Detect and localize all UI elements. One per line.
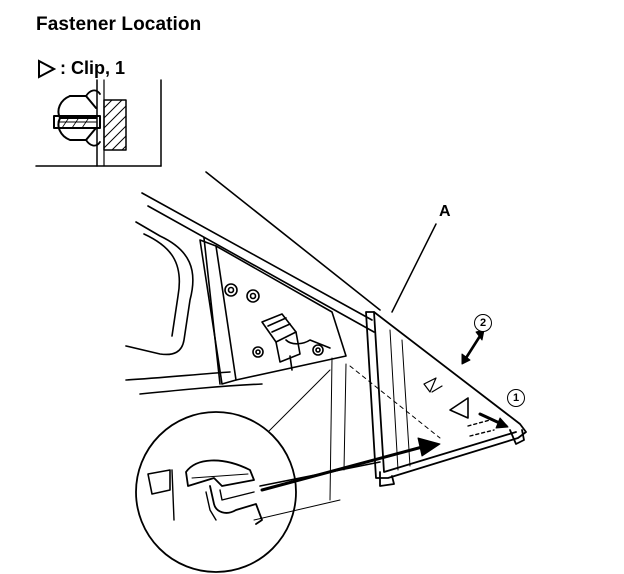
clip-detail-circle [135,411,381,573]
legend-text: : Clip, 1 [60,58,126,78]
part-label-a: A [439,203,451,220]
corner-trim-panel [349,311,527,487]
step-2-marker: 2 [474,314,492,332]
clip-detail-inset [35,79,162,167]
step-1-marker: 1 [507,389,525,407]
page-title: Fastener Location [36,14,202,35]
triangle-outline-icon [38,58,56,79]
clip-legend: : Clip, 1 [36,58,125,79]
door-frame [125,171,381,501]
removal-arrows [461,329,509,429]
insert-arrow [260,437,441,492]
label-a-leader [391,223,437,313]
